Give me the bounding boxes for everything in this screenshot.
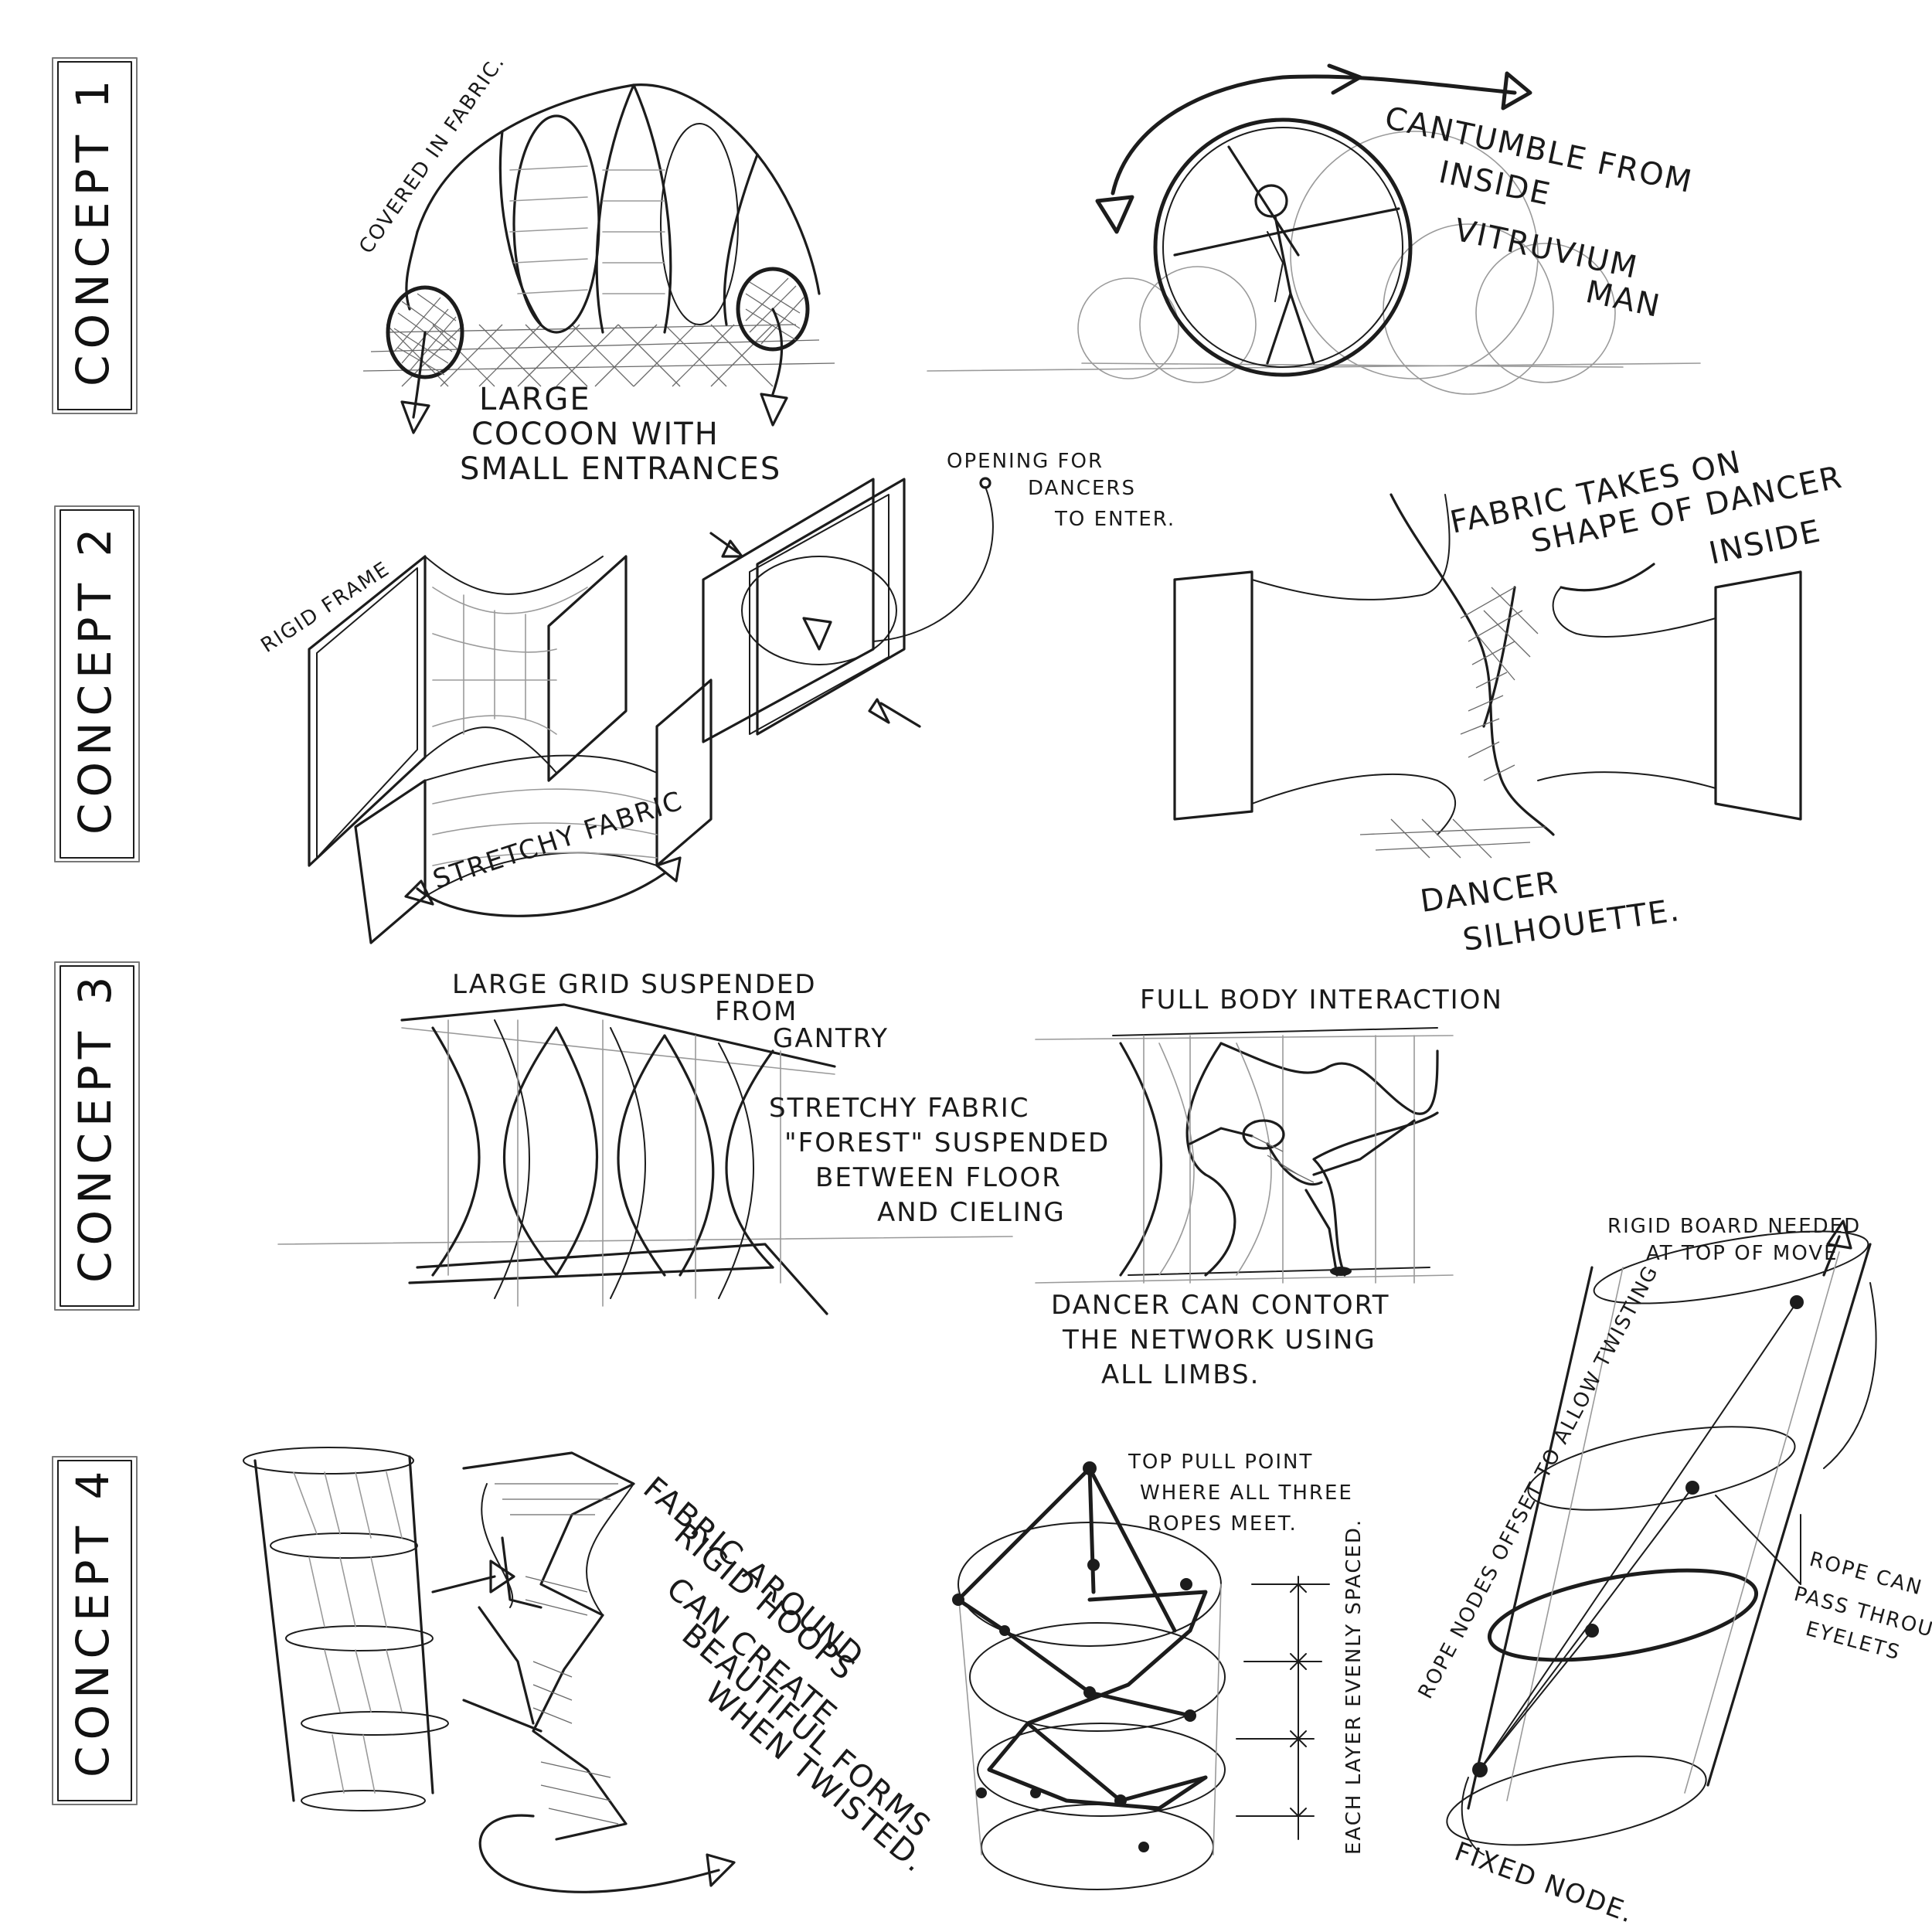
concept-3-box: CONCEPT 3 — [54, 961, 140, 1311]
rigid-hoops-sketch — [243, 1447, 515, 1811]
contort-label-3: ALL LIMBS. — [1101, 1359, 1260, 1390]
rigid-board-label-2: AT TOP OF MOVE — [1646, 1242, 1838, 1265]
fabric-forest-sketch — [277, 1003, 1013, 1315]
full-body-label: FULL BODY INTERACTION — [1140, 985, 1503, 1015]
cocoon-sketch — [362, 83, 835, 434]
opening-label-3: TO ENTER. — [1054, 508, 1175, 531]
fixed-node-label: FIXED NODE. — [1451, 1836, 1638, 1930]
rigid-frame-label: RIGID FRAME — [257, 557, 394, 658]
rigid-board-label-1: RIGID BOARD NEEDED — [1607, 1215, 1861, 1238]
rope-nodes-label: ROPE NODES OFFSET TO ALLOW TWISTING — [1414, 1261, 1664, 1702]
cantumble-label-4: MAN — [1583, 274, 1664, 325]
evenly-spaced-label: EACH LAYER EVENLY SPACED. — [1342, 1519, 1366, 1855]
concept-1-label: CONCEPT 1 — [66, 74, 119, 386]
vitruvian-wheel-sketch — [927, 63, 1701, 395]
concept-4-label: CONCEPT 4 — [66, 1465, 119, 1777]
top-pull-label-3: ROPES MEET. — [1148, 1512, 1298, 1536]
grid-label-3: GANTRY — [773, 1023, 889, 1054]
covered-in-fabric-label: COVERED IN FABRIC. — [355, 50, 510, 258]
full-body-sketch — [1035, 1027, 1454, 1284]
stretchy-fabric-label: STRETCHY FABRIC — [429, 785, 686, 895]
forest-label-1: STRETCHY FABRIC — [769, 1093, 1030, 1124]
concept-2-label: CONCEPT 2 — [69, 522, 121, 835]
cocoon-label-2: COCOON WITH — [471, 417, 719, 452]
contort-label-2: THE NETWORK USING — [1062, 1325, 1376, 1355]
fabric-takes-label-3: INSIDE — [1706, 513, 1825, 572]
grid-label-1: LARGE GRID SUSPENDED — [452, 969, 817, 1000]
rigid-board-cylinder-sketch — [1446, 1219, 1877, 1855]
opening-label-2: DANCERS — [1028, 477, 1136, 500]
forest-label-4: AND CIELING — [877, 1197, 1066, 1228]
opening-label-1: OPENING FOR — [947, 450, 1104, 473]
three-ropes-sketch — [952, 1461, 1330, 1890]
rigid-frame-sketch — [308, 555, 713, 944]
cocoon-label-3: SMALL ENTRANCES — [460, 451, 781, 487]
dancer-silhouette-sketch — [1173, 493, 1802, 859]
concept-3-label: CONCEPT 3 — [69, 971, 121, 1283]
top-pull-label-1: TOP PULL POINT — [1128, 1451, 1313, 1474]
concept-1-box: CONCEPT 1 — [52, 57, 138, 414]
concept-2-box: CONCEPT 2 — [54, 505, 140, 862]
opening-frame-sketch — [702, 477, 994, 743]
twisted-fabric-sketch — [462, 1451, 736, 1893]
forest-label-2: "FOREST" SUSPENDED — [784, 1128, 1110, 1158]
top-pull-label-2: WHERE ALL THREE — [1140, 1481, 1353, 1505]
grid-label-2: FROM — [715, 996, 798, 1027]
contort-label-1: DANCER CAN CONTORT — [1051, 1290, 1390, 1321]
cocoon-label-1: LARGE — [479, 382, 591, 417]
concept-4-box: CONCEPT 4 — [52, 1456, 138, 1805]
forest-label-3: BETWEEN FLOOR — [815, 1162, 1062, 1193]
